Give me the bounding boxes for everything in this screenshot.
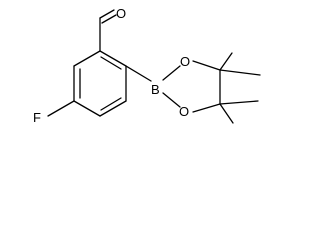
boron-oxygen-upper-bond xyxy=(162,65,181,81)
ring-oxygen-lower-label: O xyxy=(179,104,189,119)
methyl-lower-1 xyxy=(219,100,259,105)
methyl-upper-1 xyxy=(219,52,233,71)
fluorine-bond xyxy=(47,100,75,117)
aldehyde-group: O xyxy=(99,6,126,52)
pinacol-boronate: B O O xyxy=(125,52,261,124)
aldehyde-co-bond-second xyxy=(101,14,117,24)
ring-bond-1 xyxy=(73,50,101,67)
fluorine-substituent: F xyxy=(33,100,75,125)
ring-bond-4-inner xyxy=(100,97,122,111)
molecule-structure: O F B O O xyxy=(33,6,261,125)
ring-bond-2 xyxy=(99,50,127,67)
oxygen-carbon-lower-bond xyxy=(192,103,221,113)
fluorine-label: F xyxy=(33,110,41,125)
aldehyde-co-bond xyxy=(99,9,115,19)
benzene-ring xyxy=(73,50,127,117)
oxygen-carbon-upper-bond xyxy=(192,60,221,71)
boron-label: B xyxy=(151,82,160,97)
methyl-upper-2 xyxy=(219,69,261,76)
boron-oxygen-lower-bond xyxy=(162,92,181,108)
ring-bond-2-inner xyxy=(100,56,122,70)
carbon-boron-bond xyxy=(125,65,152,82)
ring-oxygen-upper-label: O xyxy=(180,54,190,69)
aldehyde-oxygen-label: O xyxy=(116,6,126,21)
methyl-lower-2 xyxy=(219,103,234,124)
ring-bond-5 xyxy=(73,100,101,117)
ring-bond-4 xyxy=(99,100,127,117)
